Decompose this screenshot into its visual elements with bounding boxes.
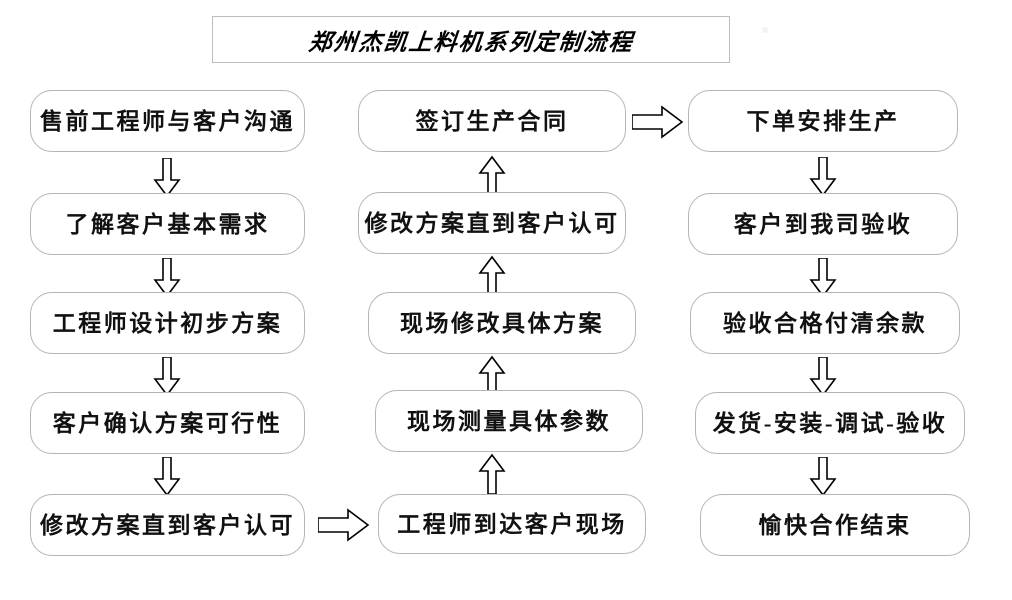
arrow-up-m5-m4 (477, 453, 507, 495)
node-r1-label: 下单安排生产 (746, 108, 900, 134)
node-r3-label: 验收合格付清余款 (723, 310, 927, 336)
arrow-right-l5-m5 (318, 507, 370, 543)
node-l1-label: 售前工程师与客户沟通 (40, 108, 295, 134)
arrow-down-l4-l5 (152, 457, 182, 497)
node-r5-label: 愉快合作结束 (758, 512, 912, 538)
node-r2-label: 客户到我司验收 (733, 211, 913, 237)
node-l2[interactable]: 了解客户基本需求 (30, 193, 305, 255)
node-l4-label: 客户确认方案可行性 (52, 410, 283, 436)
chart-title: 郑州杰凯上料机系列定制流程 (306, 29, 635, 55)
node-l5-label: 修改方案直到客户认可 (40, 512, 295, 538)
arrow-down-r2-r3 (808, 258, 838, 298)
node-r4-label: 发货-安装-调试-验收 (712, 410, 948, 436)
node-r3[interactable]: 验收合格付清余款 (690, 292, 960, 354)
node-l5[interactable]: 修改方案直到客户认可 (30, 494, 305, 556)
arrow-up-m2-m1 (477, 155, 507, 197)
arrow-down-l1-l2 (152, 158, 182, 198)
node-r1[interactable]: 下单安排生产 (688, 90, 958, 152)
watermark-speck (762, 27, 768, 33)
node-r4[interactable]: 发货-安装-调试-验收 (695, 392, 965, 454)
chart-title-box: 郑州杰凯上料机系列定制流程 (212, 16, 730, 63)
arrow-up-m3-m2 (477, 255, 507, 297)
node-l2-label: 了解客户基本需求 (65, 211, 270, 237)
arrow-down-r4-r5 (808, 457, 838, 497)
node-l1[interactable]: 售前工程师与客户沟通 (30, 90, 305, 152)
node-m3[interactable]: 现场修改具体方案 (368, 292, 636, 354)
node-m5[interactable]: 工程师到达客户现场 (378, 494, 646, 554)
arrow-down-r3-r4 (808, 357, 838, 397)
node-r5[interactable]: 愉快合作结束 (700, 494, 970, 556)
node-l4[interactable]: 客户确认方案可行性 (30, 392, 305, 454)
arrow-right-m1-r1 (632, 104, 684, 140)
node-m5-label: 工程师到达客户现场 (397, 511, 627, 537)
node-m4[interactable]: 现场测量具体参数 (375, 390, 643, 452)
node-l3-label: 工程师设计初步方案 (52, 310, 283, 336)
node-m2-label: 修改方案直到客户认可 (364, 210, 620, 236)
node-m1-label: 签订生产合同 (415, 108, 569, 134)
node-r2[interactable]: 客户到我司验收 (688, 193, 958, 255)
node-m1[interactable]: 签订生产合同 (358, 90, 626, 152)
node-l3[interactable]: 工程师设计初步方案 (30, 292, 305, 354)
arrow-down-r1-r2 (808, 157, 838, 197)
arrow-down-l2-l3 (152, 258, 182, 298)
node-m3-label: 现场修改具体方案 (400, 310, 604, 336)
arrow-down-l3-l4 (152, 357, 182, 397)
node-m4-label: 现场测量具体参数 (407, 408, 611, 434)
node-m2[interactable]: 修改方案直到客户认可 (358, 192, 626, 254)
